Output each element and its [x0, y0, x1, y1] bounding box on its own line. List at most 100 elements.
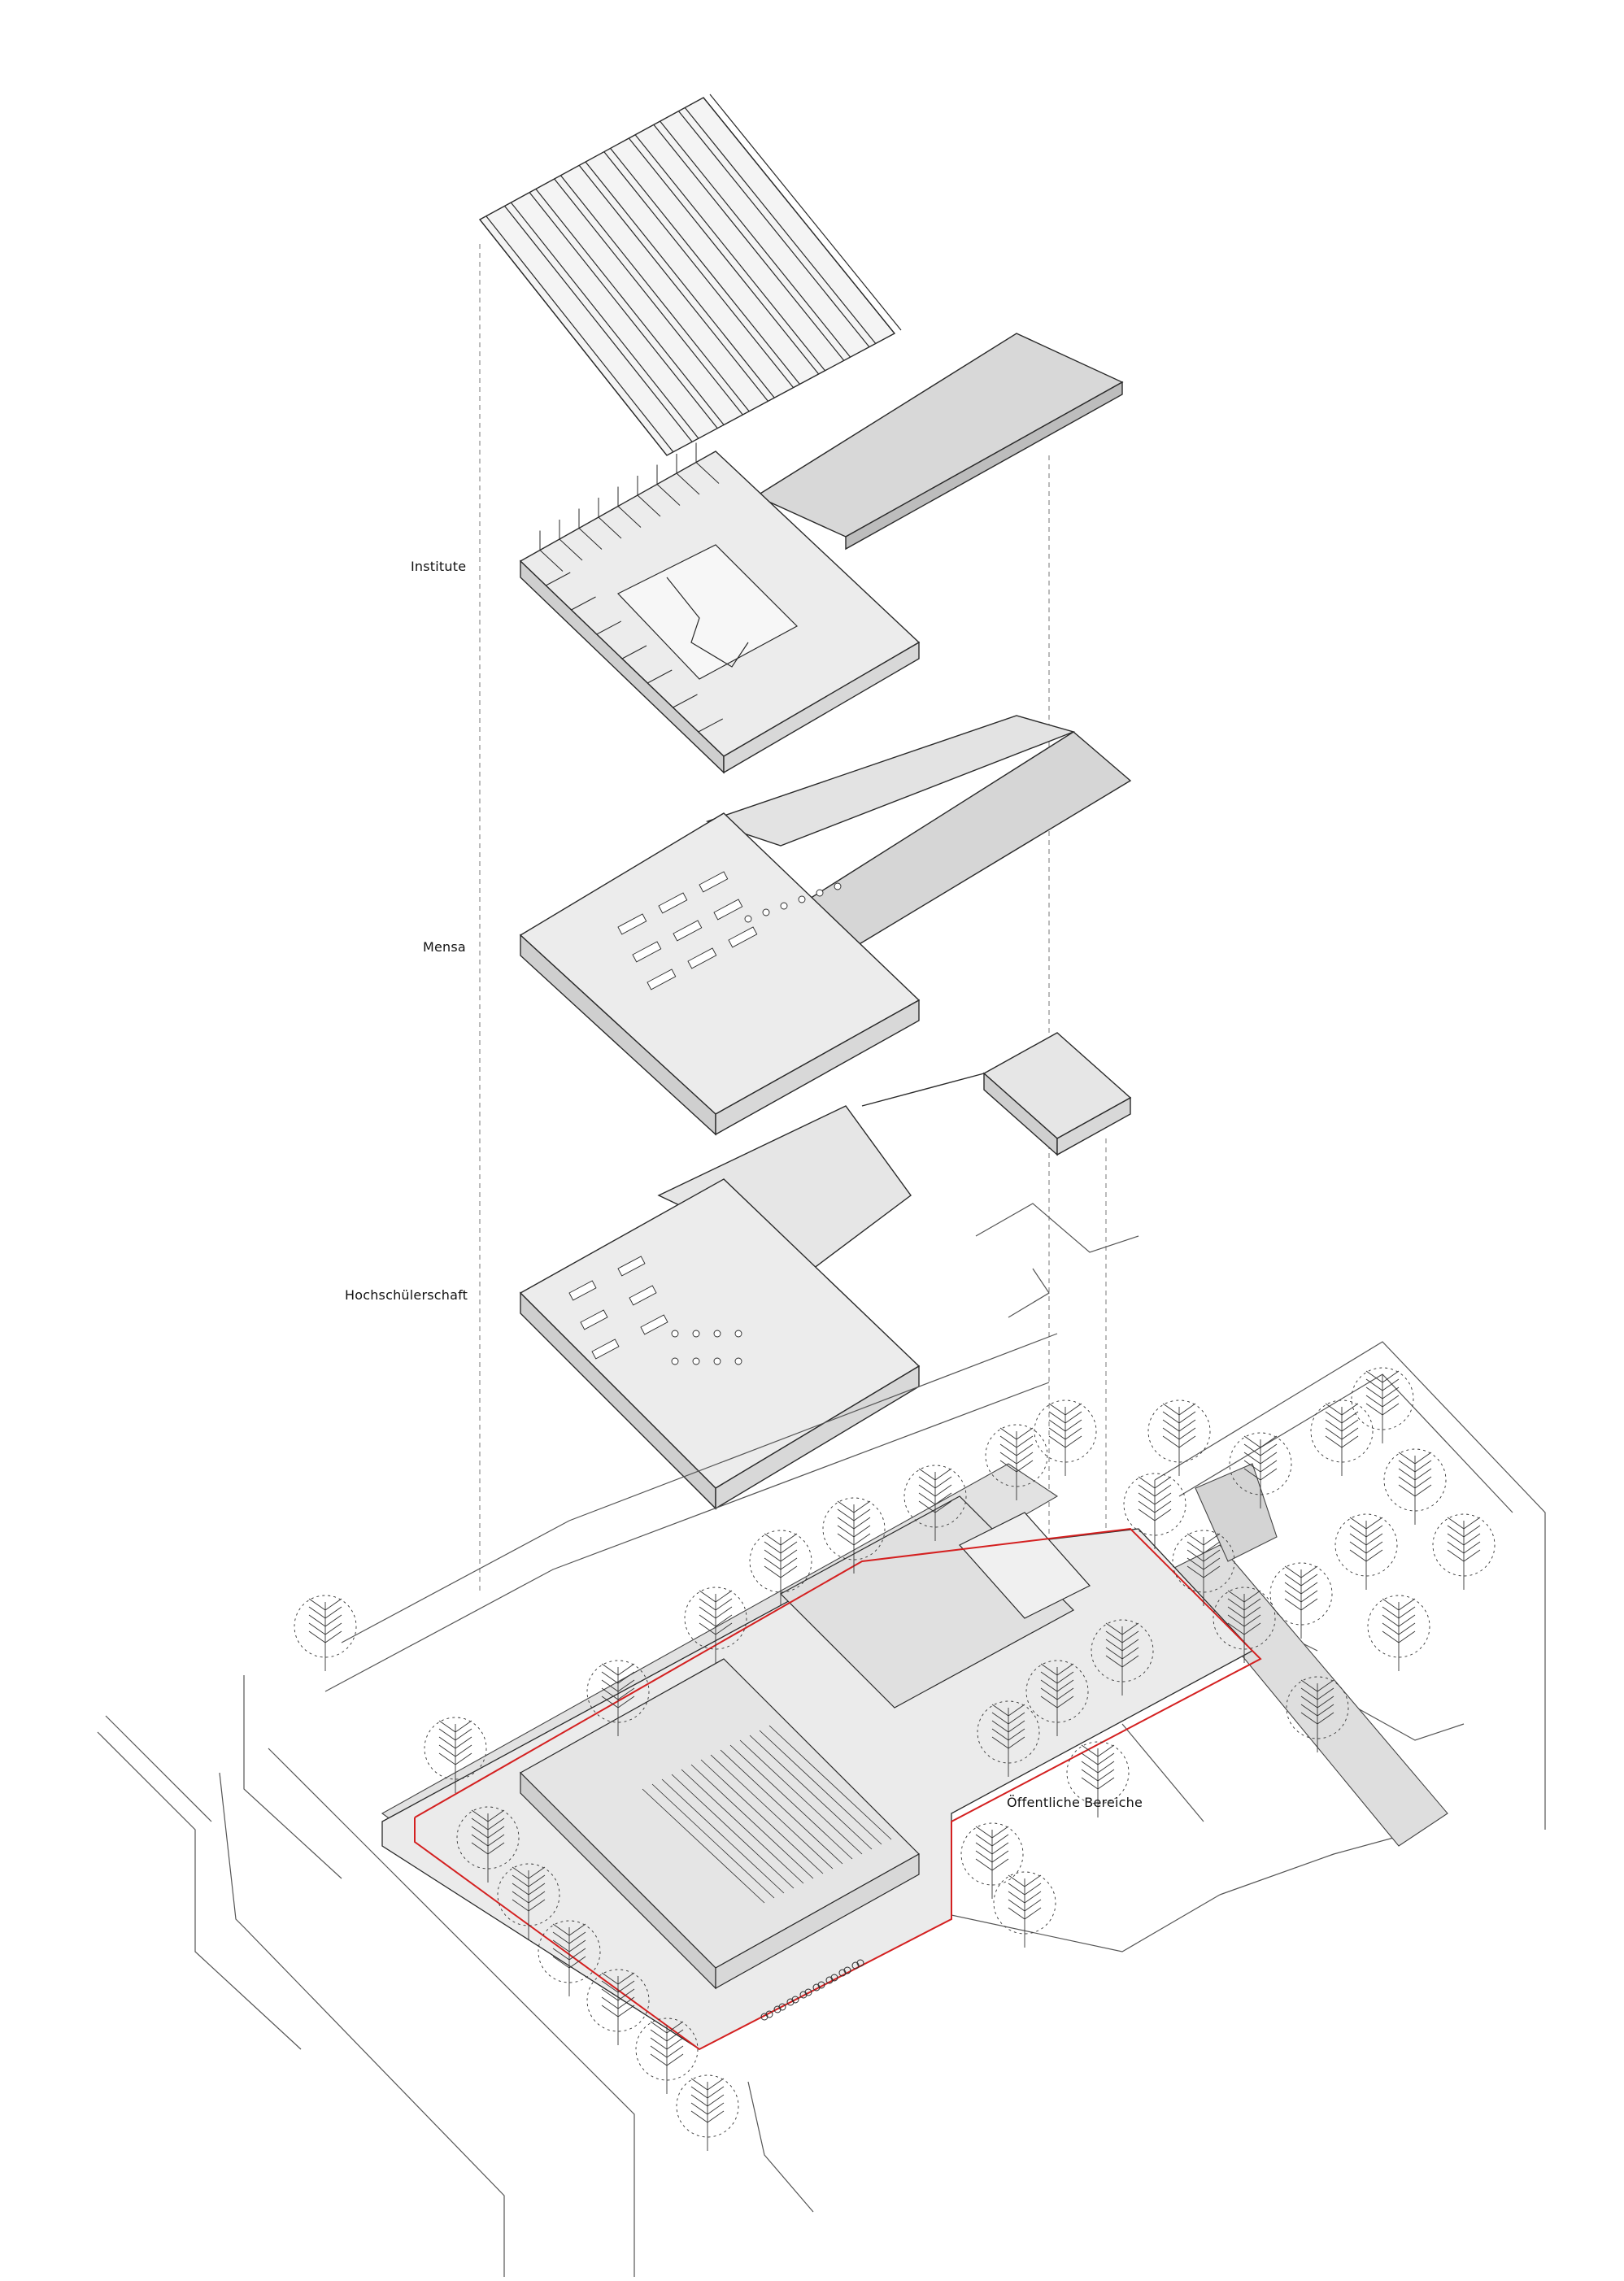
tree	[497, 1863, 560, 1939]
tree-branch	[666, 2045, 684, 2058]
institute-room-wall	[596, 620, 621, 635]
tree-branch	[1040, 1671, 1058, 1684]
tree-branch	[1048, 1427, 1066, 1440]
institute-room-wall	[676, 472, 700, 495]
tree-branch	[853, 1517, 871, 1530]
tree	[822, 1497, 886, 1574]
tree	[538, 1920, 601, 1996]
tree-branch	[699, 1622, 716, 1635]
tree-branch	[707, 2086, 725, 2099]
tree-branch	[1121, 1639, 1139, 1652]
mensa-table	[673, 920, 703, 942]
bicycle-wheel	[825, 1976, 834, 1984]
tree-branch	[1162, 1411, 1180, 1424]
tree-branch	[617, 1996, 635, 2009]
tree-branch	[1463, 1525, 1481, 1538]
tree-branch	[975, 1850, 993, 1863]
bicycle-wheel	[817, 1981, 825, 1989]
roof-ridge-shadow	[485, 215, 674, 453]
institute-room-wall	[559, 538, 583, 561]
institute-room-wall	[647, 669, 673, 684]
tree	[1025, 1660, 1089, 1736]
roof-ridge-line	[653, 124, 845, 361]
tree-branch	[308, 1630, 326, 1643]
tree-branch	[512, 1891, 529, 1904]
bicycle-wheel	[773, 2005, 782, 2013]
tree-branch	[934, 1476, 952, 1489]
tree-branch	[999, 1443, 1017, 1456]
tree-branch	[324, 1622, 342, 1635]
tree-branch	[471, 1842, 489, 1855]
tree-branch	[1138, 1508, 1156, 1521]
tree-branch	[601, 1671, 619, 1684]
mensa-person	[798, 895, 806, 903]
tree-branch	[764, 1565, 782, 1578]
institute-room-wall	[637, 494, 661, 517]
tree-branch	[1243, 1443, 1261, 1456]
tree-crown	[1286, 1676, 1349, 1739]
hs-chair	[734, 1330, 742, 1338]
mensa-person	[762, 908, 770, 916]
roof-ridge-line	[578, 164, 768, 402]
hs-table	[640, 1314, 668, 1335]
tree-branch	[699, 1614, 716, 1627]
tree-branch	[666, 2021, 684, 2034]
tree-branch	[1121, 1655, 1139, 1668]
tree-branch	[1097, 1769, 1115, 1782]
institute-room-wall	[695, 462, 720, 484]
tree	[1367, 1595, 1430, 1671]
tree-branch	[1382, 1403, 1400, 1416]
tree-branch	[601, 1988, 619, 2001]
tree	[456, 1806, 520, 1883]
tree-branch	[1382, 1598, 1400, 1611]
tree-branch	[1203, 1549, 1221, 1562]
roof-level	[478, 97, 896, 456]
tree-branch	[438, 1752, 456, 1765]
tree-branch	[1008, 1712, 1025, 1725]
trees	[294, 1367, 1496, 2151]
tree-branch	[1260, 1435, 1278, 1448]
site-boundary	[414, 1527, 1262, 2051]
tree-branch	[1447, 1549, 1465, 1562]
tree	[586, 1660, 650, 1736]
tree-branch	[650, 2037, 668, 2050]
tree-branch	[552, 1948, 570, 1961]
tree-branch	[991, 1720, 1009, 1733]
tree-branch	[1317, 1696, 1334, 1709]
tree-crown	[1269, 1562, 1333, 1626]
tree-branch	[1016, 1443, 1034, 1456]
tree-branch	[1365, 1549, 1383, 1562]
tree-branch	[780, 1533, 798, 1546]
tree-branch	[568, 1931, 586, 1944]
tree-crown	[294, 1595, 357, 1658]
bicycle-wheel	[843, 1966, 851, 1974]
tree-branch	[1398, 1630, 1416, 1643]
tree-branch	[707, 2094, 725, 2107]
tree-branch	[1105, 1622, 1123, 1635]
tree-branch	[1260, 1468, 1278, 1481]
tree-branch	[1203, 1565, 1221, 1578]
tree-branch	[601, 1663, 619, 1676]
tree-branch	[1081, 1769, 1099, 1782]
seating-row	[671, 1774, 795, 1889]
tree-branch	[991, 1842, 1009, 1855]
tree-branch	[1325, 1435, 1343, 1448]
tree-crown	[749, 1530, 812, 1593]
tree-branch	[324, 1606, 342, 1619]
tree-branch	[1300, 1679, 1318, 1692]
roof-ridge-line	[479, 219, 668, 456]
tree-branch	[1365, 1533, 1383, 1546]
tree-branch	[1081, 1744, 1099, 1757]
tree-branch	[617, 1988, 635, 2001]
tree	[1286, 1676, 1349, 1752]
tree-branch	[1178, 1411, 1196, 1424]
hs-chair	[671, 1330, 679, 1338]
tree-branch	[1178, 1435, 1196, 1448]
tree-branch	[707, 2110, 725, 2123]
tree-branch	[975, 1842, 993, 1855]
tree-branch	[1317, 1712, 1334, 1725]
bicycle-wheel	[799, 1991, 808, 1999]
tree-branch	[512, 1883, 529, 1896]
tree-branch	[853, 1533, 871, 1546]
tree-branch	[1016, 1435, 1034, 1448]
